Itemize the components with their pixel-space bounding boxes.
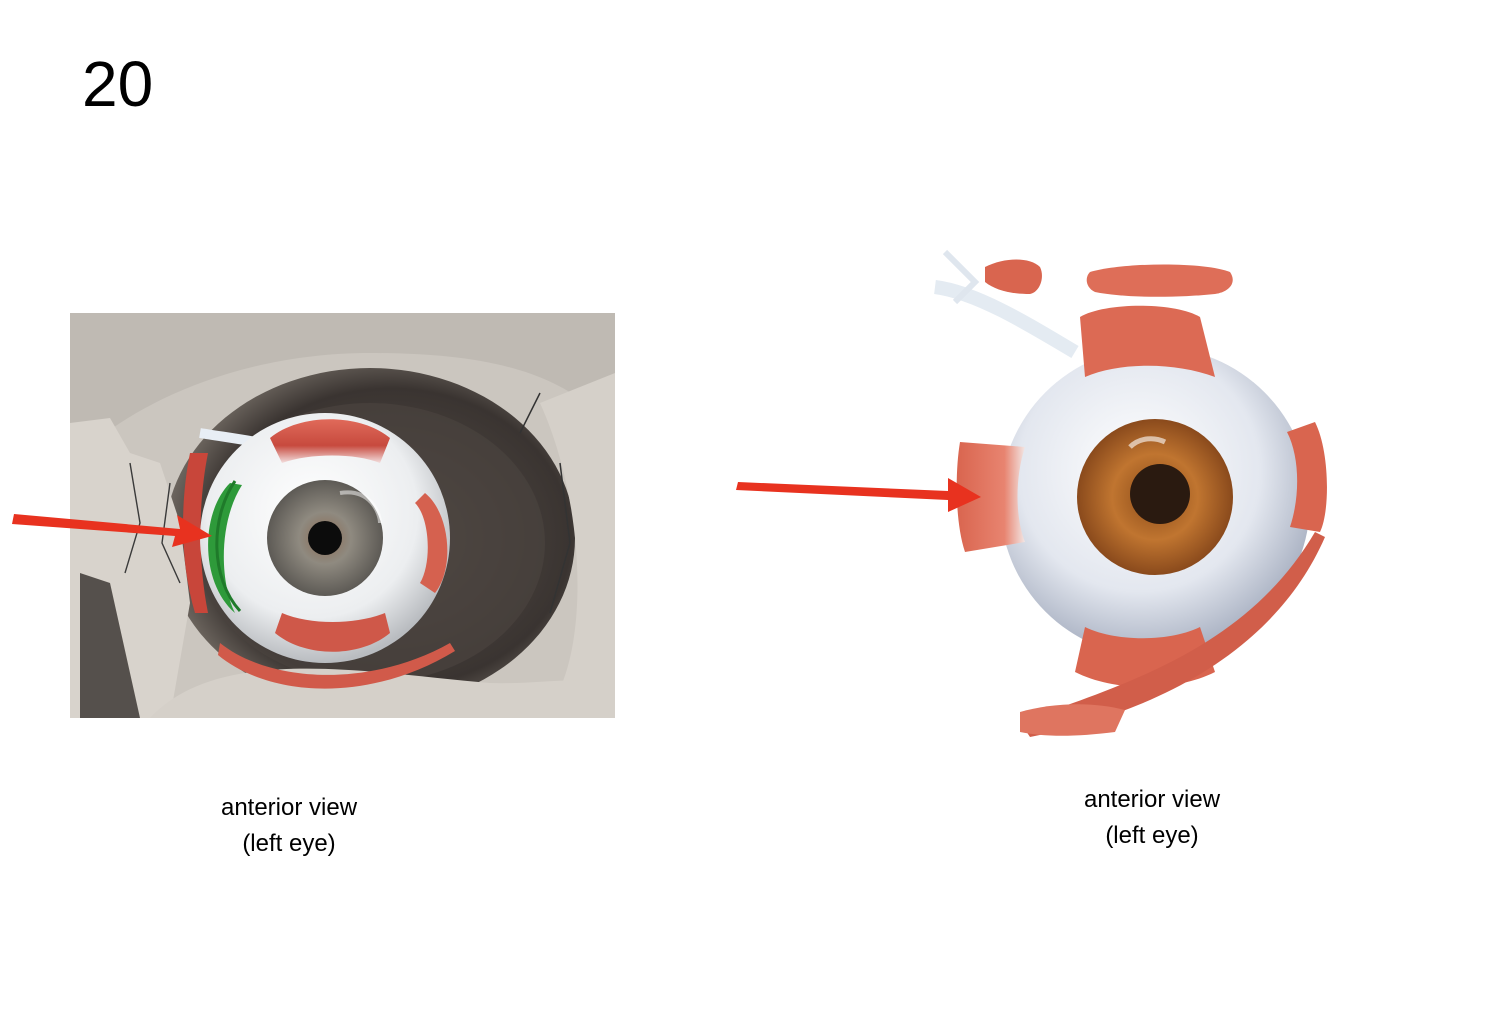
caption-right-line2: (left eye) [1105,822,1199,849]
medial-rectus-highlight [208,483,242,613]
orbit-eye-svg [70,313,615,718]
isolated-eye-svg [933,249,1327,737]
caption-left-line1: anterior view [220,794,358,821]
pupil [308,521,342,555]
caption-left: anterior view (left eye) [139,790,439,862]
orbit-eye-illustration [70,313,615,718]
caption-right: anterior view (left eye) [1002,782,1302,854]
slide-number: 20 [82,48,154,120]
arrow-right [736,470,986,520]
caption-right-line1: anterior view [1083,786,1221,813]
arrow-left [12,498,212,558]
isolated-eye-illustration [915,232,1365,742]
medial-rectus [956,442,1025,552]
pupil [1130,464,1190,524]
caption-left-line2: (left eye) [242,830,336,857]
